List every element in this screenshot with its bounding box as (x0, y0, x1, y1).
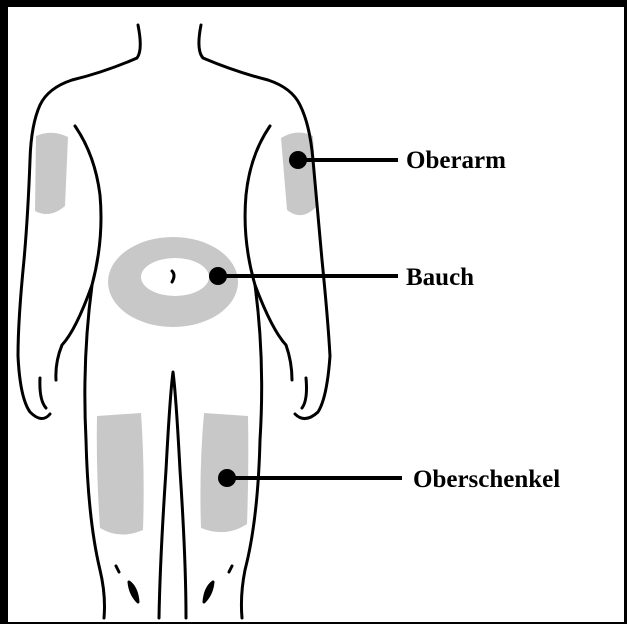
navel (172, 271, 174, 282)
label-upper-arm: Oberarm (406, 148, 506, 173)
label-thigh: Oberschenkel (413, 467, 560, 492)
left-hand-line (40, 378, 46, 408)
right-knee-mark (204, 582, 213, 602)
injection-area-left-thigh (97, 413, 144, 535)
neck-left-line (18, 25, 140, 419)
neck-right-line (199, 25, 330, 419)
crotch-line (159, 372, 186, 618)
right-hand-line (302, 378, 307, 408)
callout-dot-abdomen (209, 267, 227, 285)
label-abdomen: Bauch (406, 265, 474, 290)
left-knee-dash (116, 566, 119, 572)
injection-area-left-upper-arm (35, 133, 68, 214)
left-knee-mark (129, 582, 138, 602)
injection-areas (35, 132, 317, 534)
callout-dot-thigh (218, 469, 236, 487)
callout-dot-upper-arm (289, 151, 307, 169)
right-knee-dash (229, 566, 232, 572)
